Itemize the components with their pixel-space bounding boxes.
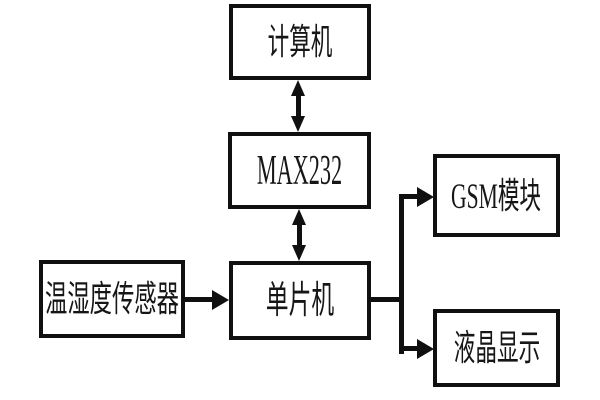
edge-mcu-lcd-shaft <box>399 346 418 351</box>
arrow-up-icon <box>292 209 306 225</box>
arrow-right-icon <box>417 339 434 359</box>
edge-computer-max232-shaft <box>296 92 301 120</box>
node-temp-humidity-sensor: 温湿度传感器 <box>39 260 185 338</box>
node-mcu: 单片机 <box>229 261 371 340</box>
node-max232: MAX232 <box>228 132 371 209</box>
arrow-down-icon <box>292 245 306 261</box>
edge-max232-mcu-shaft <box>297 221 302 249</box>
arrow-down-icon <box>291 116 305 132</box>
edge-mcu-gsm-shaft <box>399 194 418 199</box>
node-mcu-label: 单片机 <box>265 279 335 322</box>
node-gsm-module: GSM模块 <box>433 154 560 237</box>
node-computer: 计算机 <box>229 4 371 80</box>
node-lcd-display-label: 液晶显示 <box>453 328 540 368</box>
arrow-right-icon <box>212 290 229 310</box>
node-lcd-display: 液晶显示 <box>433 309 560 387</box>
edge-mcu-branch-vertical <box>399 194 404 354</box>
arrow-right-icon <box>417 187 434 207</box>
node-temp-humidity-sensor-label: 温湿度传感器 <box>45 279 179 319</box>
edge-mcu-branch-stem <box>371 297 404 302</box>
node-computer-label: 计算机 <box>267 22 333 62</box>
node-max232-label: MAX232 <box>256 147 343 194</box>
arrow-up-icon <box>291 80 305 96</box>
edge-sensor-mcu-shaft <box>185 297 214 302</box>
node-gsm-module-label: GSM模块 <box>451 175 542 216</box>
